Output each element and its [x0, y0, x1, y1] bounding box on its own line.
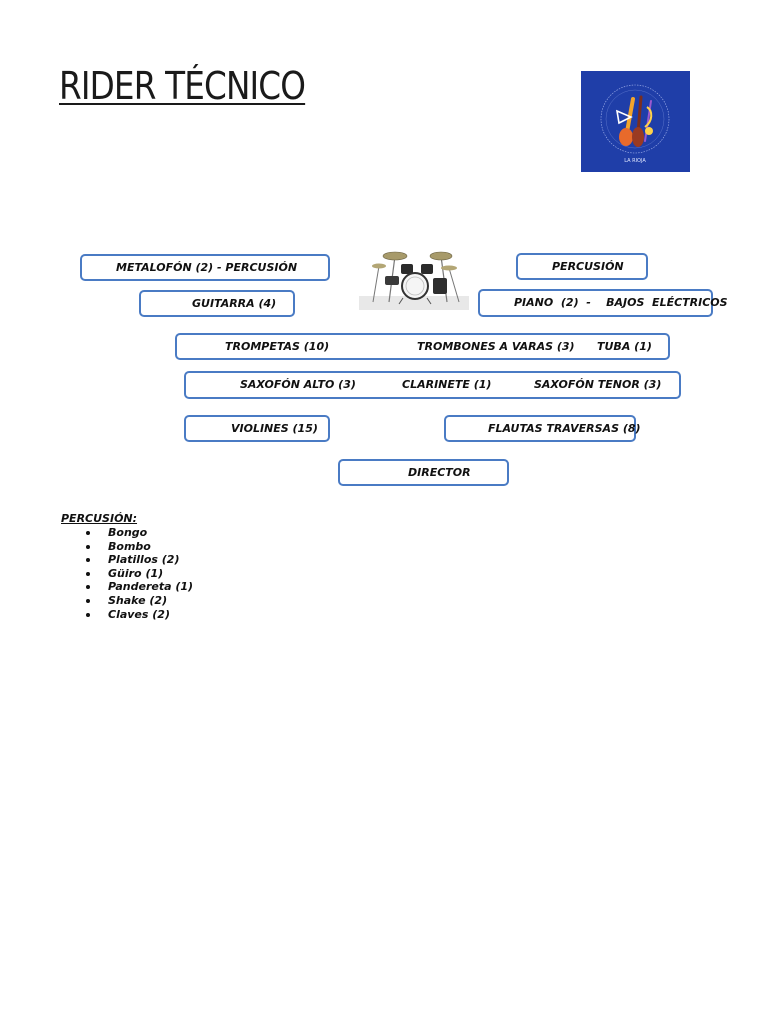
guitar-label: GUITARRA (4) — [192, 296, 277, 310]
percussion-list: Bongo Bombo Platillos (2) Güiro (1) Pand… — [86, 526, 193, 621]
woodwinds-box: SAXOFÓN ALTO (3) CLARINETE (1) SAXOFÓN T… — [184, 371, 681, 399]
percussion-box: PERCUSIÓN — [516, 253, 648, 280]
violins-label: VIOLINES (15) — [231, 421, 318, 435]
percussion-label: PERCUSIÓN — [552, 259, 624, 273]
flutes-box: FLAUTAS TRAVERSAS (8) — [444, 415, 641, 442]
list-item: Bongo — [86, 526, 193, 540]
svg-text:LA RIOJA: LA RIOJA — [624, 158, 646, 164]
drum-kit-icon — [359, 244, 469, 310]
clarinet-label: CLARINETE (1) — [402, 378, 492, 392]
director-box: DIRECTOR — [338, 459, 509, 486]
guitar-box: GUITARRA (4) — [139, 290, 295, 317]
tuba-label: TUBA (1) — [597, 339, 652, 353]
list-item: Claves (2) — [86, 608, 193, 622]
list-item: Güiro (1) — [86, 567, 193, 581]
flutes-label: FLAUTAS TRAVERSAS (8) — [488, 421, 641, 435]
director-label: DIRECTOR — [408, 465, 471, 479]
metalofon-percussion-box: METALOFÓN (2) - PERCUSIÓN — [80, 254, 330, 281]
percussion-list-heading: PERCUSIÓN: — [61, 512, 138, 525]
violins-box: VIOLINES (15) — [184, 415, 330, 442]
list-item: Bombo — [86, 540, 193, 554]
tenor-sax-label: SAXOFÓN TENOR (3) — [534, 378, 662, 392]
alto-sax-label: SAXOFÓN ALTO (3) — [240, 378, 356, 392]
list-item: Shake (2) — [86, 594, 193, 608]
brass-box: TROMPETAS (10) TROMBONES A VARAS (3) TUB… — [175, 333, 670, 360]
piano-bass-box: PIANO (2) - BAJOS ELÉCTRICOS — [478, 289, 728, 317]
orchestra-logo: LA RIOJA — [581, 71, 690, 172]
trumpets-label: TROMPETAS (10) — [225, 339, 330, 353]
piano-bass-label: PIANO (2) - BAJOS ELÉCTRICOS — [514, 296, 728, 310]
trombones-label: TROMBONES A VARAS (3) — [417, 339, 575, 353]
list-item: Pandereta (1) — [86, 580, 193, 594]
list-item: Platillos (2) — [86, 553, 193, 567]
page-title: RIDER TÉCNICO — [59, 64, 306, 108]
metalofon-label: METALOFÓN (2) - PERCUSIÓN — [116, 260, 298, 274]
